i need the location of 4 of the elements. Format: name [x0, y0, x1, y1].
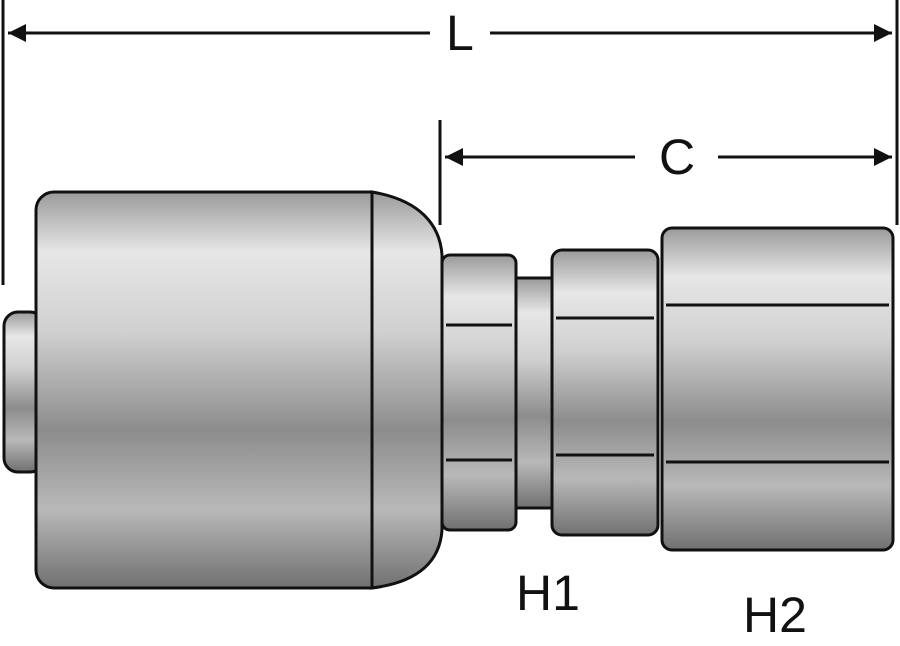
dimension-label: H1 [516, 568, 580, 618]
dimension-label: H2 [743, 590, 807, 640]
dimension-label: C [659, 132, 696, 182]
dimension-label: L [446, 8, 474, 58]
